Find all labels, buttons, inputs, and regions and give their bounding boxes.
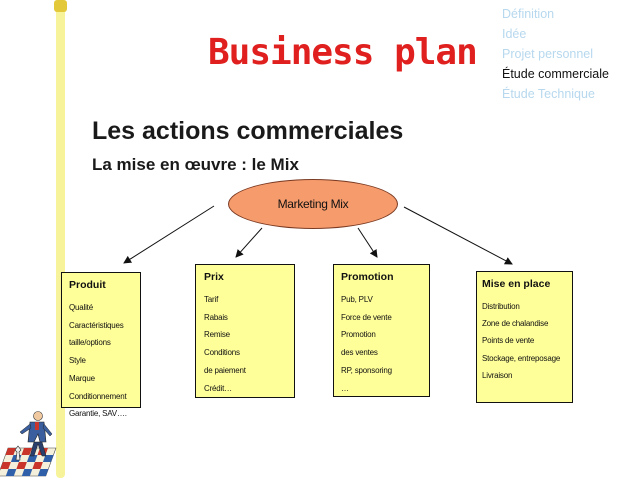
list-item: Marque bbox=[69, 373, 95, 383]
nav-item-definition[interactable]: Définition bbox=[502, 7, 555, 21]
list-item: Remise bbox=[204, 330, 230, 340]
nav-item-idee[interactable]: Idée bbox=[502, 27, 527, 41]
list-item: Pub, PLV bbox=[341, 295, 373, 304]
list-item: Qualité bbox=[69, 303, 93, 312]
businessman-chess-clipart-icon bbox=[0, 411, 57, 477]
list-item: Promotion bbox=[341, 330, 376, 340]
list-item: … bbox=[341, 383, 349, 393]
decorative-stripe bbox=[56, 0, 65, 478]
list-item: RP, sponsoring bbox=[341, 365, 392, 375]
list-item: Conditions bbox=[204, 348, 240, 358]
section-nav: Définition Idée Projet personnel Étude c… bbox=[502, 4, 634, 104]
produit-title: Produit bbox=[69, 279, 106, 291]
nav-item-etude-commerciale[interactable]: Étude commerciale bbox=[502, 67, 609, 81]
arrow-to-produit bbox=[123, 205, 215, 264]
arrow-to-prix bbox=[235, 227, 263, 258]
list-item: Caractéristiques bbox=[69, 320, 124, 330]
list-item: Conditionnement bbox=[69, 391, 127, 401]
list-item: Rabais bbox=[204, 312, 228, 322]
nav-item-etude-technique[interactable]: Étude Technique bbox=[502, 87, 595, 101]
page-title: Business plan bbox=[208, 32, 478, 73]
marketing-mix-label: Marketing Mix bbox=[277, 197, 349, 211]
produit-box: Produit Qualité Caractéristiques taille/… bbox=[61, 272, 141, 418]
prix-title: Prix bbox=[204, 271, 224, 283]
promotion-box: Promotion Pub, PLV Force de vente Promot… bbox=[333, 264, 430, 397]
promotion-title: Promotion bbox=[341, 271, 394, 283]
list-item: Points de vente bbox=[482, 336, 535, 346]
mise-en-place-title: Mise en place bbox=[482, 278, 551, 290]
list-item: Crédit… bbox=[204, 383, 232, 393]
decorative-stripe-tip bbox=[54, 0, 67, 12]
list-item: Force de vente bbox=[341, 312, 392, 322]
arrow-to-mise-en-place bbox=[403, 206, 513, 265]
section-subheading: La mise en œuvre : le Mix bbox=[92, 155, 299, 174]
list-item: Distribution bbox=[482, 302, 520, 311]
prix-box: Prix Tarif Rabais Remise Conditions de p… bbox=[195, 264, 295, 398]
section-heading: Les actions commerciales bbox=[92, 117, 404, 145]
arrow-to-promotion bbox=[357, 227, 378, 258]
list-item: Stockage, entreposage bbox=[482, 353, 561, 363]
list-item: des ventes bbox=[341, 348, 378, 358]
list-item: Garantie, SAV…. bbox=[69, 409, 127, 419]
list-item: Tarif bbox=[204, 295, 219, 304]
list-item: Zone de chalandise bbox=[482, 319, 549, 329]
marketing-mix-node: Marketing Mix bbox=[228, 179, 398, 229]
nav-item-projet-personnel[interactable]: Projet personnel bbox=[502, 47, 594, 61]
mise-en-place-box: Mise en place Distribution Zone de chala… bbox=[476, 271, 573, 403]
list-item: taille/options bbox=[69, 338, 111, 348]
list-item: Style bbox=[69, 356, 86, 366]
list-item: Livraison bbox=[482, 370, 513, 380]
list-item: de paiement bbox=[204, 365, 246, 375]
